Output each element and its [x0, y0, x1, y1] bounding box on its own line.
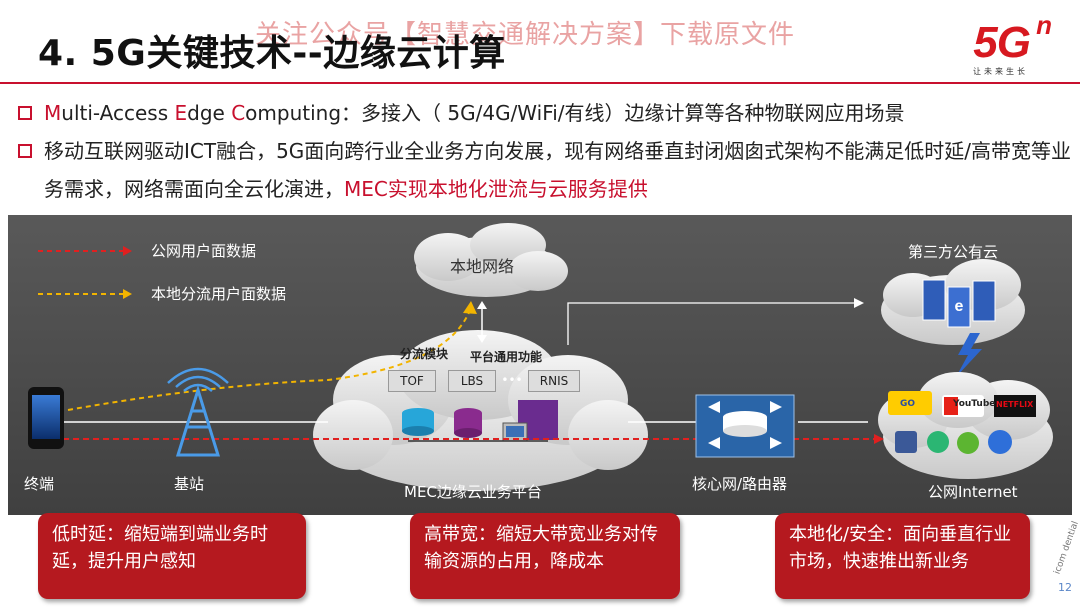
- logo-mark: 5G: [973, 18, 1031, 67]
- bullet-segment: ulti-Access: [61, 101, 175, 125]
- legend-local-label: 本地分流用户面数据: [151, 285, 287, 303]
- wechat-icon: [957, 432, 979, 454]
- database-icon: [454, 408, 482, 438]
- legend-public-label: 公网用户面数据: [151, 242, 257, 260]
- offload-module-label: 分流模块: [400, 347, 449, 361]
- baidu-icon: [988, 430, 1012, 454]
- watermark: 关注公众号【智慧交通解决方案】下载原文件: [255, 20, 796, 50]
- lightning-icon: [956, 333, 982, 377]
- confidential-stamp: icom dential: [1052, 520, 1080, 576]
- svg-text:e: e: [955, 298, 964, 315]
- lbs-chip: LBS: [448, 370, 496, 392]
- callout-title: 高带宽：: [424, 524, 496, 545]
- video-app-icon: [927, 431, 949, 453]
- bullet-segment: omputing：多接入（ 5G/4G/WiFi/有线）边缘计算等各种物联网应用…: [245, 101, 905, 125]
- common-function-label: 平台通用功能: [470, 350, 543, 364]
- core-router-label: 核心网/路由器: [692, 475, 788, 493]
- internet-cloud-icon: [878, 372, 1053, 479]
- logo-slogan: 让未来生长: [973, 67, 1028, 76]
- brand-logo: 5G n 让未来生长: [952, 8, 1052, 78]
- bullet-item: Multi-Access Edge Computing：多接入（ 5G/4G/W…: [14, 94, 1074, 132]
- callout-low-latency: 低时延：缩短端到端业务时延，提升用户感知: [38, 513, 306, 599]
- rnis-chip: RNIS: [528, 370, 580, 392]
- bullet-list: Multi-Access Edge Computing：多接入（ 5G/4G/W…: [14, 94, 1074, 208]
- base-station-icon: [167, 367, 229, 457]
- server-icon: [502, 400, 558, 442]
- base-station-label: 基站: [174, 475, 205, 493]
- more-chip: •••: [501, 373, 523, 387]
- mec-architecture-diagram: e: [8, 215, 1072, 515]
- public-internet-label: 公网Internet: [928, 483, 1018, 501]
- local-network-label: 本地网络: [450, 257, 515, 276]
- bullet-text: 移动互联网驱动ICT融合，5G面向跨行业全业务方向发展，现有网络垂直封闭烟囱式架…: [44, 139, 1071, 201]
- netflix-icon: [994, 395, 1036, 417]
- bullet-item: 移动互联网驱动ICT融合，5G面向跨行业全业务方向发展，现有网络垂直封闭烟囱式架…: [14, 132, 1074, 208]
- callout-title: 本地化/安全：: [789, 524, 904, 545]
- bullet-segment: 移动互联网驱动ICT融合，5G面向跨行业全业务方向发展，现有网络垂直封闭烟囱式架…: [44, 139, 1072, 201]
- storage-icon: [402, 408, 434, 436]
- bullet-segment: dge: [187, 101, 232, 125]
- router-icon: [695, 394, 795, 458]
- callout-high-bandwidth: 高带宽：缩短大带宽业务对传输资源的占用，降成本: [410, 513, 680, 599]
- title-divider: [0, 82, 1080, 84]
- callout-text: 面向垂直行业市场，快速推出新业务: [789, 524, 1012, 572]
- callout-text: 缩短端到端业务时延，提升用户感知: [52, 524, 268, 572]
- logo-superscript: n: [1036, 10, 1052, 40]
- youtube-label: YouTube: [953, 399, 996, 409]
- pokemon-go-icon: [888, 391, 932, 415]
- page-number: 12: [1058, 581, 1072, 594]
- bullet-box-icon: [18, 106, 32, 120]
- terminal-label: 终端: [24, 475, 55, 493]
- bullet-box-icon: [18, 144, 32, 158]
- phone-icon: [28, 387, 64, 449]
- third-party-cloud-label: 第三方公有云: [908, 243, 999, 261]
- callout-localization-security: 本地化/安全：面向垂直行业市场，快速推出新业务: [775, 513, 1030, 599]
- callout-title: 低时延：: [52, 524, 124, 545]
- callout-text: 缩短大带宽业务对传输资源的占用，降成本: [424, 524, 658, 572]
- bullet-segment: C: [231, 101, 246, 125]
- facebook-icon: [895, 431, 917, 453]
- legend-public-arrow-icon: [123, 246, 132, 256]
- legend-local-arrow-icon: [123, 289, 132, 299]
- slide-title: 4. 5G关键技术--边缘云计算: [38, 33, 506, 74]
- mec-platform-label: MEC边缘云业务平台: [404, 483, 542, 501]
- tof-chip: TOF: [388, 370, 436, 392]
- local-network-cloud-icon: [414, 223, 568, 297]
- netflix-label: NETFLIX: [996, 400, 1034, 409]
- pokemon-go-label: GO: [900, 399, 916, 409]
- bullet-text: Multi-Access Edge Computing：多接入（ 5G/4G/W…: [44, 101, 905, 125]
- public-cloud-icon: e: [881, 259, 1025, 345]
- bullet-segment: MEC实现本地化泄流与云服务提供: [344, 177, 648, 201]
- bullet-segment: E: [174, 101, 188, 125]
- local-traffic-path: [67, 309, 471, 411]
- bullet-segment: M: [44, 101, 62, 125]
- diagram-graphics: e: [28, 223, 1053, 491]
